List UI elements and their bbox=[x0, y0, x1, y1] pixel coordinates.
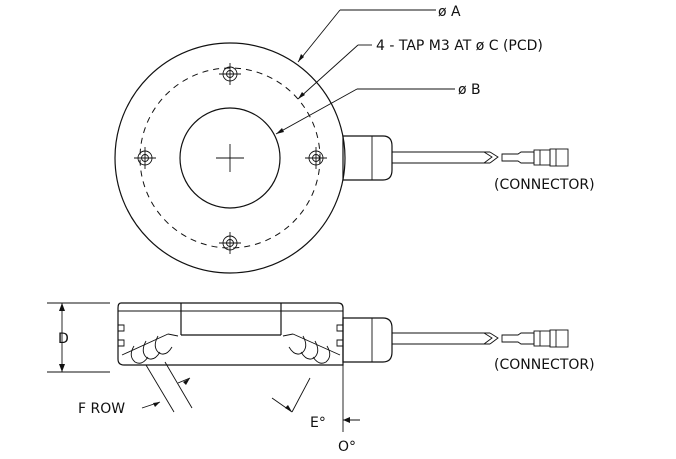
top-view bbox=[114, 9, 569, 274]
cable-gland-side bbox=[342, 317, 393, 363]
outer-ring-outline bbox=[114, 42, 346, 274]
connector-plug-top bbox=[501, 148, 569, 167]
tap-hole-bottom bbox=[219, 232, 241, 254]
label-angle-o: O° bbox=[338, 439, 356, 455]
height-dimension bbox=[47, 302, 110, 373]
label-tap-holes: 4 - TAP M3 AT ø C (PCD) bbox=[376, 38, 543, 54]
tap-hole-right bbox=[305, 147, 327, 169]
row-pitch-dimension bbox=[141, 361, 193, 413]
connector-plug-side bbox=[501, 329, 569, 348]
cable-gland bbox=[342, 135, 393, 181]
side-body-outline bbox=[117, 302, 344, 366]
label-inner-diameter: ø B bbox=[458, 82, 481, 98]
cable-side bbox=[392, 332, 499, 345]
tap-hole-left bbox=[134, 147, 156, 169]
left-edge-notches bbox=[118, 324, 125, 347]
leader-outer-diameter bbox=[297, 9, 436, 63]
right-edge-notches bbox=[336, 324, 343, 347]
label-outer-diameter: ø A bbox=[438, 4, 461, 20]
led-group-right bbox=[282, 333, 341, 364]
center-crosshair bbox=[216, 144, 244, 172]
angle-o-indicator bbox=[342, 365, 360, 432]
label-connector-side: (CONNECTOR) bbox=[494, 357, 595, 373]
side-view bbox=[47, 302, 569, 432]
angle-e-indicator bbox=[271, 377, 311, 413]
label-connector-top: (CONNECTOR) bbox=[494, 177, 595, 193]
label-height: D bbox=[58, 331, 69, 347]
leader-tap-holes bbox=[297, 44, 372, 100]
led-group-left bbox=[121, 333, 179, 364]
label-angle-e: E° bbox=[310, 415, 326, 431]
cable bbox=[392, 151, 499, 164]
inner-aperture bbox=[179, 107, 281, 209]
tap-hole-top bbox=[219, 63, 241, 85]
leader-inner-diameter bbox=[275, 88, 455, 135]
label-led-rows: F ROW bbox=[78, 401, 125, 417]
